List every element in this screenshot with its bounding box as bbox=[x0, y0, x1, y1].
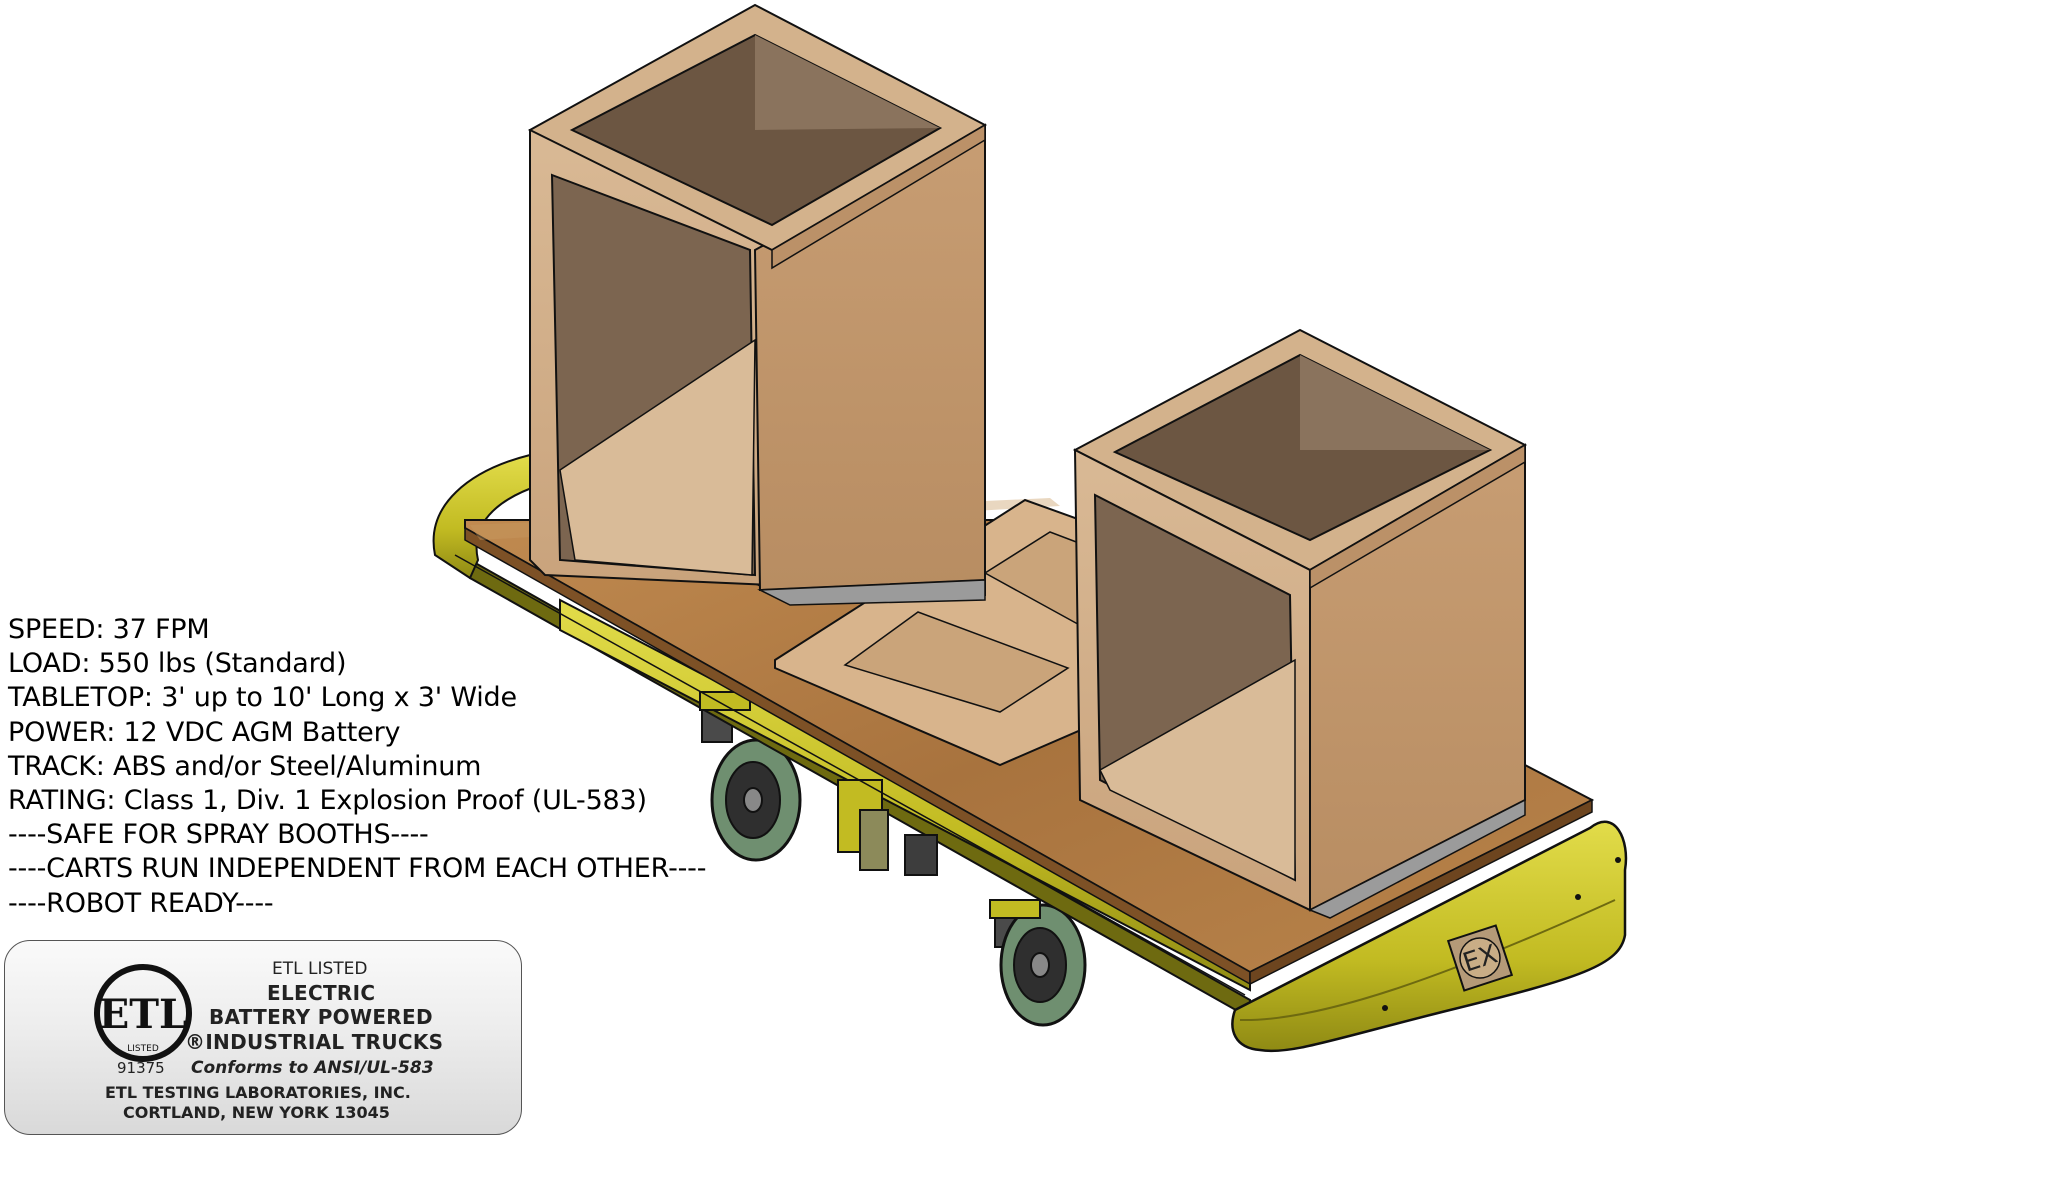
spec-rating: RATING: Class 1, Div. 1 Explosion Proof … bbox=[8, 785, 647, 817]
spec-track: TRACK: ABS and/or Steel/Aluminum bbox=[8, 750, 482, 782]
etl-logo-letters: ETL bbox=[99, 991, 187, 1038]
spec-tabletop: TABLETOP: 3' up to 10' Long x 3' Wide bbox=[8, 682, 517, 714]
etl-listed-logo: ETL LISTED bbox=[94, 964, 192, 1062]
cabinet-box-right bbox=[1072, 328, 1528, 919]
etl-line-industrial-trucks-text: INDUSTRIAL TRUCKS bbox=[205, 1030, 444, 1054]
etl-lab-address: CORTLAND, NEW YORK 13045 bbox=[123, 1103, 390, 1122]
chassis-frame bbox=[469, 558, 1251, 1020]
etl-logo-ring-text: LISTED bbox=[127, 1044, 159, 1054]
registered-mark: ® bbox=[185, 1030, 206, 1054]
etl-listed-label: ETL LISTED ETL LISTED ELECTRIC BATTERY P… bbox=[4, 940, 522, 1135]
etl-line-industrial-trucks: ®INDUSTRIAL TRUCKS bbox=[185, 1030, 443, 1054]
rear-bumper-rail bbox=[432, 453, 1246, 996]
spec-safe-for-spray-booths: ----SAFE FOR SPRAY BOOTHS---- bbox=[8, 819, 429, 851]
etl-lab-name: ETL TESTING LABORATORIES, INC. bbox=[105, 1083, 411, 1102]
cabinet-box-left bbox=[527, 3, 988, 606]
etl-conforms-text: Conforms to ANSI/UL-583 bbox=[191, 1058, 434, 1078]
front-caster-wheel bbox=[994, 903, 1087, 1027]
spec-speed: SPEED: 37 FPM bbox=[8, 614, 210, 645]
spec-load: LOAD: 550 lbs (Standard) bbox=[8, 648, 347, 680]
etl-control-number: 91375 bbox=[117, 1059, 165, 1077]
spec-carts-independent: ----CARTS RUN INDEPENDENT FROM EACH OTHE… bbox=[8, 853, 707, 885]
front-bumper bbox=[1231, 820, 1628, 1053]
etl-line-electric: ELECTRIC bbox=[267, 981, 376, 1005]
specifications-list: SPEED: 37 FPM LOAD: 550 lbs (Standard) T… bbox=[8, 613, 706, 921]
etl-listed-text: ETL LISTED bbox=[272, 959, 368, 979]
rear-caster-wheel bbox=[701, 699, 802, 862]
spec-power: POWER: 12 VDC AGM Battery bbox=[8, 716, 401, 748]
explosion-proof-badge-icon: EX bbox=[1446, 924, 1514, 992]
spec-robot-ready: ----ROBOT READY---- bbox=[8, 887, 274, 919]
etl-line-battery-powered: BATTERY POWERED bbox=[209, 1005, 433, 1029]
